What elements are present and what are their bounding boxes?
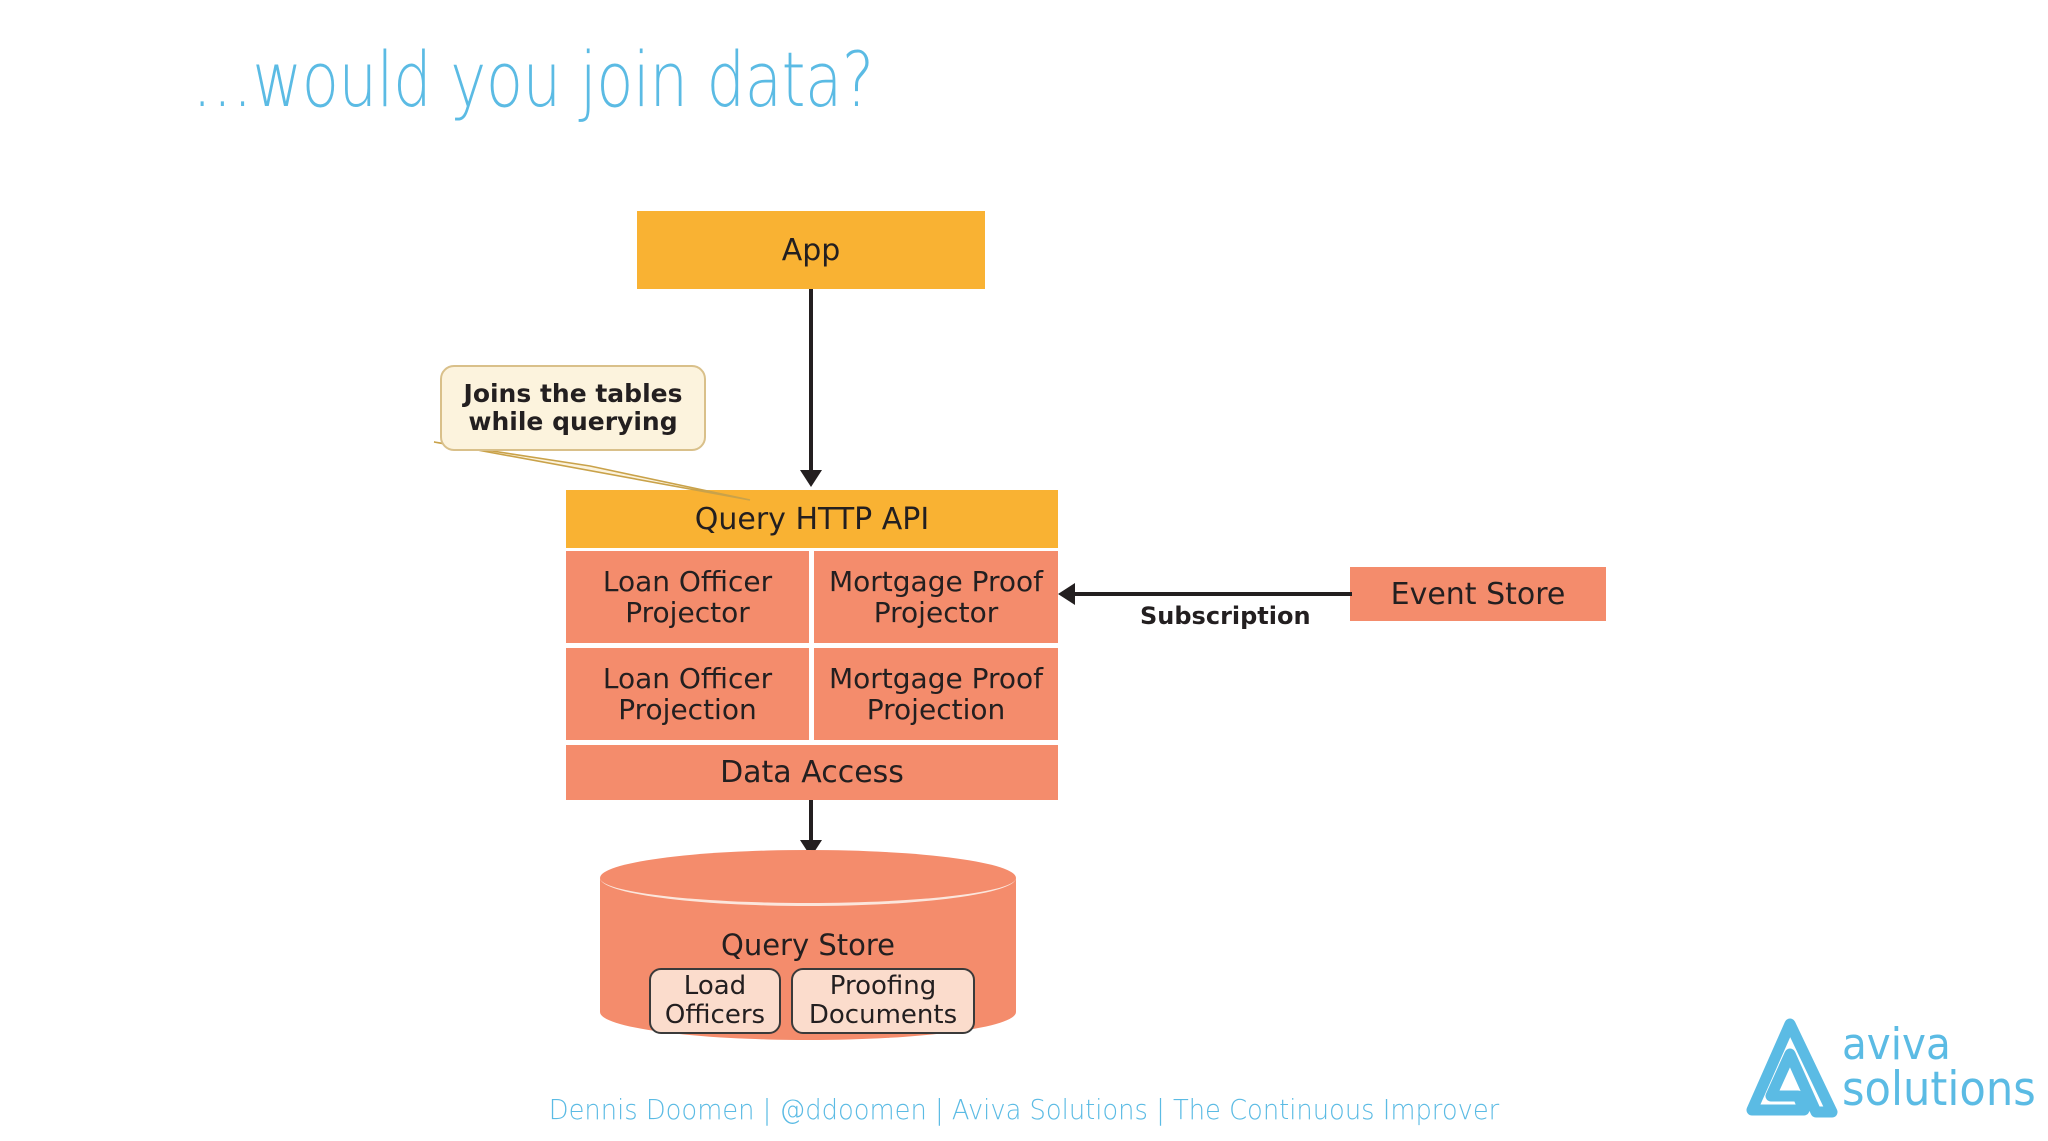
event-store-label: Event Store bbox=[1390, 576, 1566, 612]
store-item-line-2: Documents bbox=[808, 1000, 958, 1030]
mortgage-proof-projection-box: Mortgage Proof Projection bbox=[814, 648, 1058, 740]
data-access-label: Data Access bbox=[720, 755, 904, 790]
footer-credits: Dennis Doomen | @ddoomen | Aviva Solutio… bbox=[548, 1093, 1500, 1126]
cylinder-top-icon bbox=[600, 850, 1016, 906]
store-item-line-1: Proofing bbox=[829, 970, 937, 1001]
connector-line bbox=[809, 289, 813, 473]
box-line-2: Projection bbox=[618, 693, 757, 726]
query-http-api-label: Query HTTP API bbox=[694, 501, 930, 537]
connector-line bbox=[1072, 592, 1352, 596]
box-line-1: Loan Officer bbox=[602, 661, 773, 695]
box-line-2: Projector bbox=[625, 596, 750, 629]
callout-line-1: Joins the tables bbox=[463, 378, 683, 408]
store-item-load-officers: Load Officers bbox=[649, 968, 781, 1034]
subscription-label: Subscription bbox=[1140, 602, 1311, 630]
logo-line-2: solutions bbox=[1842, 1061, 2036, 1117]
app-box: App bbox=[637, 211, 985, 289]
callout-line-2: while querying bbox=[468, 407, 678, 436]
aviva-solutions-wordmark: aviva solutions bbox=[1842, 1023, 2036, 1117]
query-store-label: Query Store bbox=[721, 928, 895, 962]
page-title: …would you join data? bbox=[192, 35, 874, 124]
event-store-box: Event Store bbox=[1350, 567, 1606, 621]
box-line-1: Mortgage Proof bbox=[828, 661, 1044, 695]
box-line-1: Loan Officer bbox=[602, 564, 773, 598]
box-line-2: Projection bbox=[866, 693, 1006, 726]
data-access-box: Data Access bbox=[566, 745, 1058, 800]
mortgage-proof-projector-box: Mortgage Proof Projector bbox=[814, 551, 1058, 643]
callout-joins-tables: Joins the tables while querying bbox=[440, 365, 706, 451]
logo-line-1: aviva bbox=[1842, 1019, 1951, 1071]
store-item-proofing-documents: Proofing Documents bbox=[791, 968, 975, 1034]
query-store-cylinder: Query Store Load Officers Proofing Docum… bbox=[600, 850, 1016, 1040]
box-line-2: Projector bbox=[873, 596, 999, 629]
loan-officer-projector-box: Loan Officer Projector bbox=[566, 551, 809, 643]
app-box-label: App bbox=[781, 232, 841, 268]
aviva-a-mark-icon bbox=[1746, 1018, 1838, 1118]
loan-officer-projection-box: Loan Officer Projection bbox=[566, 648, 809, 740]
store-item-line-1: Load bbox=[683, 970, 747, 1001]
aviva-solutions-logo: aviva solutions bbox=[1742, 1014, 2042, 1122]
store-item-line-2: Officers bbox=[664, 1000, 766, 1030]
connector-line bbox=[809, 800, 813, 846]
arrow-head-down-icon bbox=[800, 470, 822, 487]
box-line-1: Mortgage Proof bbox=[828, 564, 1044, 598]
arrow-head-left-icon bbox=[1058, 583, 1075, 605]
query-http-api-box: Query HTTP API bbox=[566, 490, 1058, 548]
